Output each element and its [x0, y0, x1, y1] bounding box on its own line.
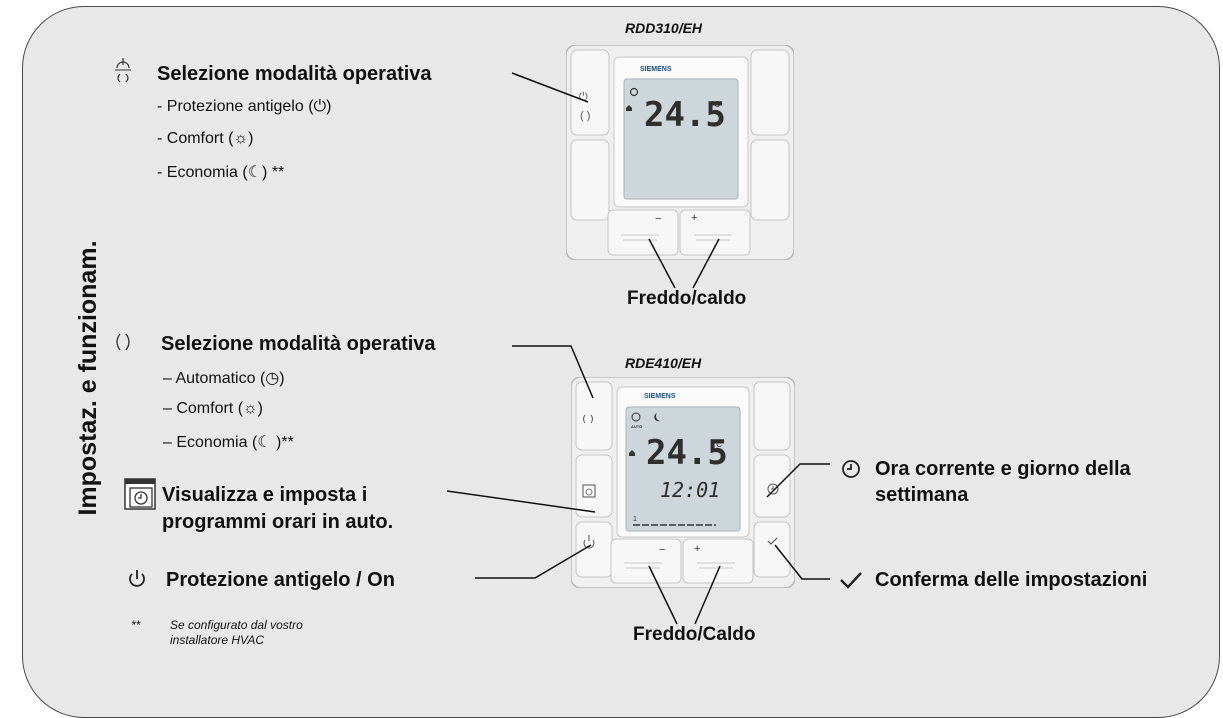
- top-cold-hot-caption: Freddo/caldo: [627, 288, 747, 309]
- clock-label-line2: settimana: [875, 484, 969, 506]
- top-mode-item-economy: - Economia (☾) **: [157, 164, 285, 181]
- bottom-mode-item-economy: – Economia (☾ )**: [163, 434, 294, 451]
- schedule-label-line1: Visualizza e imposta i: [162, 484, 368, 506]
- leader-bottom-mode: [512, 345, 594, 399]
- power-icon: [129, 570, 145, 587]
- diagram-stage: Impostaz. e funzionam. Selezione modalit…: [22, 6, 1220, 718]
- top-device-brand: SIEMENS: [640, 66, 672, 73]
- bottom-mode-item-auto: – Automatico (◷): [163, 370, 285, 387]
- confirm-label: Conferma delle impostazioni: [875, 569, 1148, 591]
- footnote-line2: installatore HVAC: [170, 633, 265, 647]
- top-mode-item-comfort: - Comfort (☼): [157, 130, 254, 147]
- bottom-mode-heading: Selezione modalità operativa: [161, 333, 436, 355]
- bottom-device-temperature: 24.5: [646, 433, 728, 473]
- mode-cycle-icon: [116, 333, 130, 351]
- bottom-device-model: RDE410/EH: [625, 355, 702, 371]
- leader-top-minus: [648, 238, 676, 289]
- top-mode-item-frost: - Protezione antigelo (⏻): [157, 98, 332, 115]
- bottom-device-time: 12:01: [660, 478, 721, 502]
- top-mode-heading: Selezione modalità operativa: [157, 63, 432, 85]
- leader-confirm: [774, 544, 830, 580]
- bottom-device-brand: SIEMENS: [644, 393, 676, 400]
- leader-bottom-plus: [694, 565, 721, 625]
- bottom-minus-button[interactable]: −: [659, 544, 666, 556]
- leader-bottom-minus: [648, 565, 678, 625]
- clock-label-line1: Ora corrente e giorno della: [875, 458, 1131, 480]
- bottom-device-unit: °C: [713, 440, 722, 449]
- schedule-icon: [124, 478, 156, 510]
- checkmark-icon: [840, 572, 862, 589]
- top-device-temperature: 24.5: [644, 95, 726, 135]
- bottom-device-day-marker: 1: [633, 516, 637, 523]
- leader-clock: [766, 463, 830, 498]
- schedule-label-line2: programmi orari in auto.: [162, 511, 394, 533]
- clock-icon: [842, 460, 860, 478]
- top-plus-button[interactable]: +: [691, 212, 698, 224]
- leader-top-plus: [692, 238, 720, 289]
- bottom-plus-button[interactable]: +: [694, 543, 701, 555]
- top-thermostat: ⏻ ( ): [566, 45, 794, 260]
- svg-text:⏻: ⏻: [579, 91, 588, 103]
- bottom-mode-item-comfort: – Comfort (☼): [163, 400, 264, 417]
- top-minus-button[interactable]: −: [655, 213, 662, 225]
- bottom-thermostat: [571, 377, 795, 588]
- top-device-model: RDD310/EH: [625, 20, 703, 36]
- footnote-marker: **: [131, 618, 141, 632]
- mode-cycle-icon: [115, 58, 131, 83]
- frost-protection-label: Protezione antigelo / On: [166, 569, 395, 591]
- top-device-unit: °C: [711, 100, 720, 109]
- leader-top-mode: [511, 72, 589, 103]
- bottom-cold-hot-caption: Freddo/Caldo: [633, 624, 756, 645]
- leader-frost: [475, 544, 592, 579]
- svg-text:( ): ( ): [580, 110, 590, 122]
- leader-lines: [446, 72, 830, 625]
- footnote-line1: Se configurato dal vostro: [170, 618, 303, 632]
- leader-schedule: [446, 490, 596, 513]
- bottom-device-auto-label: AUTO: [631, 424, 643, 429]
